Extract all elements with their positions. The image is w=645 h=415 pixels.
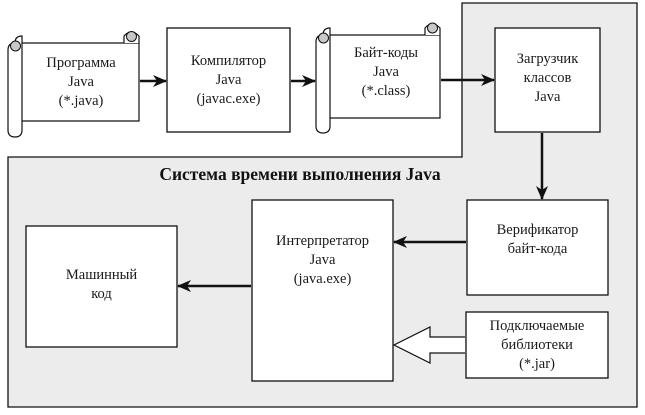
interpreter-box [251, 199, 394, 382]
label-line: Байт-коды [354, 44, 418, 61]
label-line: Компилятор [190, 52, 267, 69]
block-arrow-libraries-to-interpreter [392, 326, 465, 364]
label-line: Java [68, 73, 94, 90]
label-line: (*.class) [361, 82, 411, 99]
label-line: библиотеки [501, 336, 573, 353]
libraries-label: Подключаемые библиотеки (*.jar) [466, 312, 608, 378]
label-line: классов [523, 70, 572, 86]
label-line: Машинный [65, 267, 138, 283]
label-line: Верификатор [496, 222, 579, 238]
label-line: Интерпретатор [276, 232, 369, 249]
label-line: Загрузчик [516, 51, 579, 67]
verifier-box [466, 199, 609, 296]
compiler-label: Компилятор Java (javac.exe) [167, 28, 290, 132]
source-program-scroll [7, 31, 140, 138]
label-line: Java [373, 63, 399, 80]
interpreter-label: Интерпретатор Java (java.exe) [252, 230, 393, 290]
class-loader-label: Загрузчик классов Java [495, 28, 600, 132]
compiler-box [166, 27, 291, 133]
machine-code-box [25, 225, 178, 348]
label-line: (java.exe) [293, 270, 352, 287]
bytecode-scroll [315, 22, 441, 134]
label-line: (javac.exe) [196, 90, 261, 107]
machine-code-label: Машинный код [26, 226, 177, 344]
label-line: Подключаемые [489, 317, 585, 334]
label-line: байт-кода [507, 241, 568, 257]
runtime-system-title: Система времени выполнения Java [159, 164, 441, 184]
label-line: Java [215, 71, 242, 88]
label-line: (*.jar) [519, 355, 555, 372]
label-line: код [91, 286, 112, 302]
class-loader-box [494, 27, 601, 133]
libraries-box [465, 311, 609, 379]
label-line: Java [309, 251, 336, 268]
source-program-label: Программа Java (*.java) [24, 43, 138, 121]
verifier-label: Верификатор байт-кода [467, 200, 608, 280]
label-line: (*.java) [58, 92, 104, 109]
bytecode-label: Байт-коды Java (*.class) [332, 30, 440, 114]
label-line: Программа [46, 54, 116, 71]
label-line: Java [534, 89, 561, 105]
